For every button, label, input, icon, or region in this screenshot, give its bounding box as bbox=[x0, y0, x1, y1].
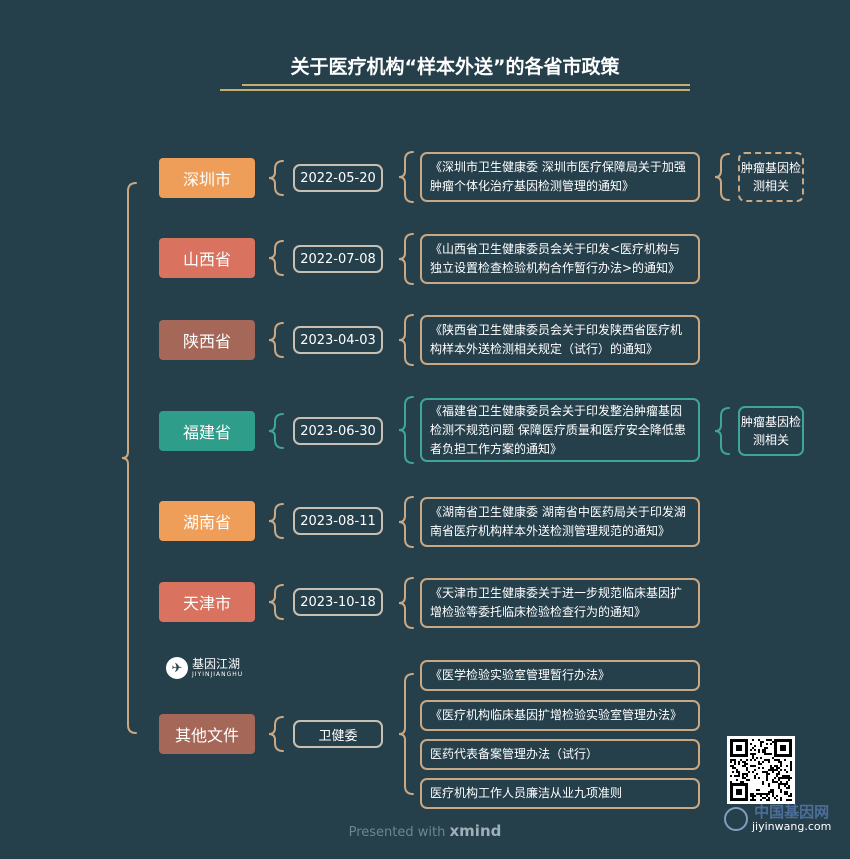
logo-name-en: JIYINJIANGHU bbox=[192, 670, 244, 678]
footer-credit: Presented with xmind bbox=[0, 822, 850, 840]
doc-node-hunan[interactable]: 《湖南省卫生健康委 湖南省中医药局关于印发湖南省医疗机构样本外送检测管理规范的通… bbox=[420, 497, 700, 547]
region-node-shaanxi[interactable]: 陕西省 bbox=[159, 320, 255, 360]
region-date-bracket-2 bbox=[268, 322, 284, 358]
title-underline bbox=[242, 84, 690, 86]
watermark-url: jiyinwang.com bbox=[752, 820, 832, 833]
date-doc-bracket-0 bbox=[398, 151, 414, 203]
date-doc-bracket-5 bbox=[398, 577, 414, 629]
doc-tag-bracket-0 bbox=[714, 153, 730, 201]
logo-name-cn: 基因江湖 bbox=[192, 656, 241, 671]
region-date-bracket-1 bbox=[268, 240, 284, 276]
date-node-shenzhen[interactable]: 2022-05-20 bbox=[293, 164, 383, 192]
logo-emblem-icon: ✈ bbox=[166, 657, 188, 679]
footer-prefix: Presented with bbox=[348, 825, 446, 840]
date-node-shanxi[interactable]: 2022-07-08 bbox=[293, 245, 383, 273]
date-node-fujian[interactable]: 2023-06-30 bbox=[293, 417, 383, 445]
date-doc-bracket-3 bbox=[398, 396, 414, 464]
region-node-fujian[interactable]: 福建省 bbox=[159, 411, 255, 451]
date-doc-bracket-1 bbox=[398, 233, 414, 285]
region-date-bracket-4 bbox=[268, 503, 284, 539]
doc-node-tianjin[interactable]: 《天津市卫生健康委关于进一步规范临床基因扩增检验等委托临床检验检查行为的通知》 bbox=[420, 578, 700, 628]
page-title: 关于医疗机构“样本外送”的各省市政策 bbox=[290, 56, 620, 78]
brand-logo: ✈ 基因江湖 JIYINJIANGHU bbox=[166, 657, 243, 679]
other-doc-node-1[interactable]: 《医学检验实验室管理暂行办法》 bbox=[420, 660, 700, 691]
doc-node-shanxi[interactable]: 《山西省卫生健康委员会关于印发<医疗机构与独立设置检查检验机构合作暂行办法>的通… bbox=[420, 234, 700, 284]
tag-node-shenzhen[interactable]: 肿瘤基因检测相关 bbox=[738, 152, 804, 202]
watermark-globe-icon bbox=[724, 806, 748, 831]
qr-code-icon bbox=[727, 736, 795, 804]
other-doc-node-2[interactable]: 《医疗机构临床基因扩增检验实验室管理办法》 bbox=[420, 700, 700, 731]
region-node-others[interactable]: 其他文件 bbox=[159, 714, 255, 754]
doc-tag-bracket-3 bbox=[714, 407, 730, 455]
doc-node-shenzhen[interactable]: 《深圳市卫生健康委 深圳市医疗保障局关于加强肿瘤个体化治疗基因检测管理的通知》 bbox=[420, 152, 700, 202]
watermark: 中国基因网 jiyinwang.com bbox=[724, 804, 831, 833]
title-underline-2 bbox=[220, 89, 690, 91]
region-date-bracket-5 bbox=[268, 584, 284, 620]
root-bracket bbox=[121, 182, 137, 734]
date-doc-bracket-4 bbox=[398, 496, 414, 548]
issuer-docs-bracket bbox=[398, 673, 414, 795]
region-node-shanxi[interactable]: 山西省 bbox=[159, 238, 255, 278]
date-doc-bracket-2 bbox=[398, 314, 414, 366]
issuer-node[interactable]: 卫健委 bbox=[293, 720, 383, 748]
doc-node-fujian[interactable]: 《福建省卫生健康委员会关于印发整治肿瘤基因检测不规范问题 保障医疗质量和医疗安全… bbox=[420, 398, 700, 462]
region-date-bracket-3 bbox=[268, 413, 284, 449]
date-node-hunan[interactable]: 2023-08-11 bbox=[293, 507, 383, 535]
other-doc-node-3[interactable]: 医药代表备案管理办法（试行） bbox=[420, 739, 700, 770]
footer-brand: xmind bbox=[449, 822, 502, 840]
region-node-tianjin[interactable]: 天津市 bbox=[159, 582, 255, 622]
doc-node-shaanxi[interactable]: 《陕西省卫生健康委员会关于印发陕西省医疗机构样本外送检测相关规定（试行）的通知》 bbox=[420, 315, 700, 365]
date-node-shaanxi[interactable]: 2023-04-03 bbox=[293, 326, 383, 354]
other-doc-node-4[interactable]: 医疗机构工作人员廉洁从业九项准则 bbox=[420, 778, 700, 809]
date-node-tianjin[interactable]: 2023-10-18 bbox=[293, 588, 383, 616]
region-node-hunan[interactable]: 湖南省 bbox=[159, 501, 255, 541]
region-date-bracket-0 bbox=[268, 160, 284, 196]
region-node-shenzhen[interactable]: 深圳市 bbox=[159, 158, 255, 198]
region-date-bracket-6 bbox=[268, 716, 284, 752]
watermark-cn: 中国基因网 bbox=[754, 803, 830, 821]
tag-node-fujian[interactable]: 肿瘤基因检测相关 bbox=[738, 406, 804, 456]
